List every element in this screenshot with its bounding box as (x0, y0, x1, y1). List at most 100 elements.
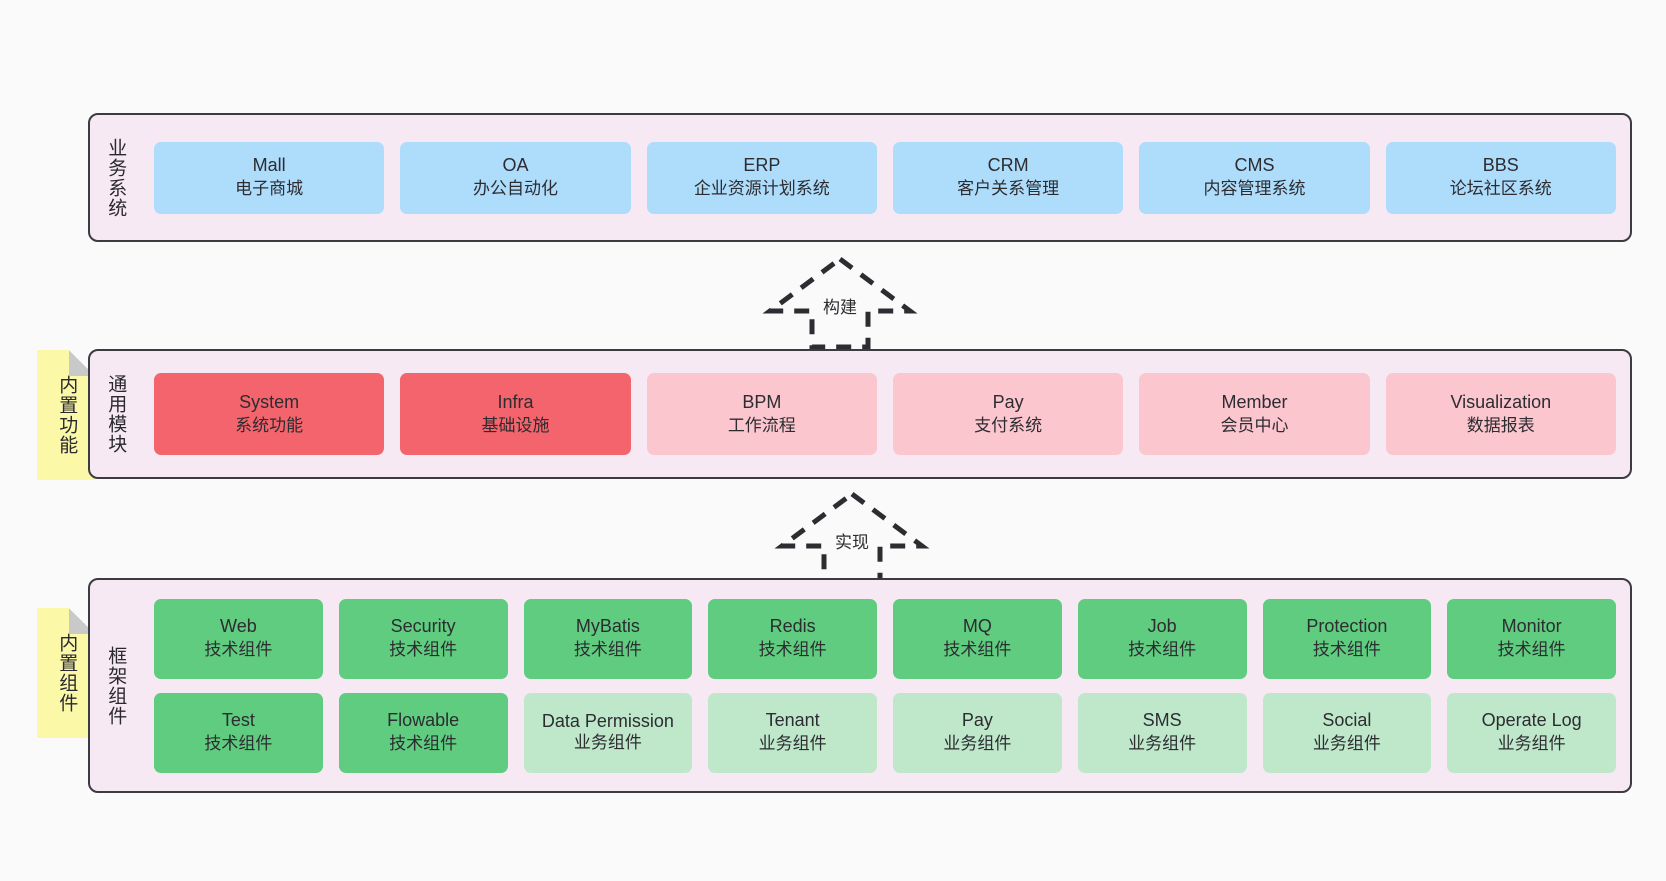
layer-common-modules: 通用模块 System 系统功能 Infra 基础设施 BPM 工作流程 Pay (88, 349, 1632, 479)
card-oa[interactable]: OA 办公自动化 (400, 141, 631, 214)
card-flowable[interactable]: Flowable 技术组件 (338, 692, 508, 773)
card-title: Operate Log (1481, 710, 1582, 731)
card-title: Pay (961, 710, 993, 731)
card-title: CMS (1234, 155, 1275, 176)
card-title: Security (390, 616, 456, 637)
card-desc: 技术组件 (758, 640, 827, 660)
card-title: MyBatis (575, 616, 640, 637)
card-tenant[interactable]: Tenant 业务组件 (708, 692, 877, 773)
card-desc: 系统功能 (235, 415, 304, 435)
sticky-note-label: 内置功能 (56, 375, 78, 455)
card-title: Job (1147, 616, 1177, 637)
card-monitor[interactable]: Monitor 技术组件 (1447, 598, 1616, 679)
arrow-implement: 实现 (772, 490, 932, 585)
card-cms[interactable]: CMS 内容管理系统 (1139, 141, 1370, 214)
card-title: BBS (1482, 155, 1519, 176)
card-desc: 技术组件 (1312, 640, 1381, 660)
card-desc: 业务组件 (1497, 734, 1566, 754)
card-desc: 支付系统 (974, 415, 1043, 435)
card-desc: 技术组件 (1497, 640, 1566, 660)
card-title: Flowable (387, 710, 460, 731)
card-social[interactable]: Social 业务组件 (1262, 692, 1432, 773)
card-visualization[interactable]: Visualization 数据报表 (1385, 373, 1616, 455)
card-title: Web (220, 616, 257, 637)
layer-body-framework: Web 技术组件 Security 技术组件 MyBatis 技术组件 Redi… (140, 580, 1630, 791)
card-mq[interactable]: MQ 技术组件 (893, 598, 1062, 679)
card-row-framework-business: Test 技术组件 Flowable 技术组件 Data Permission … (154, 692, 1616, 773)
card-desc: 内容管理系统 (1203, 179, 1306, 199)
card-erp[interactable]: ERP 企业资源计划系统 (646, 141, 877, 214)
card-desc: 技术组件 (573, 640, 642, 660)
card-desc: 技术组件 (389, 734, 458, 754)
card-row-modules: System 系统功能 Infra 基础设施 BPM 工作流程 Pay 支付系统… (154, 373, 1616, 455)
card-member[interactable]: Member 会员中心 (1139, 373, 1370, 455)
card-data-permission[interactable]: Data Permission 业务组件 (523, 692, 693, 773)
card-redis[interactable]: Redis 技术组件 (708, 598, 877, 679)
card-title: Redis (769, 616, 816, 637)
card-title: Pay (992, 391, 1024, 412)
card-web[interactable]: Web 技术组件 (154, 598, 323, 679)
card-job[interactable]: Job 技术组件 (1077, 598, 1247, 679)
card-title: Member (1221, 391, 1288, 412)
sticky-note-label: 内置组件 (56, 633, 78, 713)
card-desc: 业务组件 (1128, 734, 1197, 754)
card-desc: 电子商城 (235, 179, 304, 199)
card-mall[interactable]: Mall 电子商城 (154, 141, 385, 214)
layer-business-systems: 业务系统 Mall 电子商城 OA 办公自动化 ERP 企业资源计划系统 CRM (88, 113, 1632, 242)
layer-body-modules: System 系统功能 Infra 基础设施 BPM 工作流程 Pay 支付系统… (140, 351, 1630, 477)
card-desc: 会员中心 (1220, 415, 1289, 435)
card-title: SMS (1142, 710, 1182, 731)
card-security[interactable]: Security 技术组件 (338, 598, 508, 679)
layer-framework-components: 框架组件 Web 技术组件 Security 技术组件 MyBatis 技术组件… (88, 578, 1632, 793)
layer-title-business: 业务系统 (105, 137, 127, 218)
card-bbs[interactable]: BBS 论坛社区系统 (1385, 141, 1616, 214)
card-desc: 业务组件 (758, 734, 827, 754)
card-title: BPM (742, 391, 782, 412)
card-desc: 技术组件 (943, 640, 1012, 660)
sticky-note-builtin-features: 内置功能 (37, 350, 95, 480)
sticky-note-builtin-components: 内置组件 (37, 608, 95, 738)
card-operate-log[interactable]: Operate Log 业务组件 (1447, 692, 1616, 773)
card-test[interactable]: Test 技术组件 (154, 692, 323, 773)
card-desc: 客户关系管理 (957, 179, 1060, 199)
card-title: Monitor (1501, 616, 1562, 637)
card-system[interactable]: System 系统功能 (154, 373, 385, 455)
card-title: Social (1322, 710, 1372, 731)
card-title: Mall (252, 155, 286, 176)
card-desc: 技术组件 (204, 734, 273, 754)
card-desc: 技术组件 (389, 640, 458, 660)
card-desc: 办公自动化 (472, 179, 558, 199)
card-title: Tenant (765, 710, 820, 731)
card-title: CRM (987, 155, 1029, 176)
card-title: Data Permission (541, 711, 674, 732)
card-desc: 技术组件 (204, 640, 273, 660)
card-mybatis[interactable]: MyBatis 技术组件 (523, 598, 693, 679)
card-row-framework-tech: Web 技术组件 Security 技术组件 MyBatis 技术组件 Redi… (154, 598, 1616, 679)
card-title: System (239, 391, 300, 412)
card-desc: 论坛社区系统 (1449, 179, 1552, 199)
card-sms[interactable]: SMS 业务组件 (1077, 692, 1247, 773)
card-desc: 技术组件 (1128, 640, 1197, 660)
card-pay-component[interactable]: Pay 业务组件 (893, 692, 1062, 773)
card-title: ERP (743, 155, 781, 176)
card-desc: 企业资源计划系统 (693, 179, 830, 199)
card-title: Test (221, 710, 255, 731)
card-pay-module[interactable]: Pay 支付系统 (892, 373, 1124, 455)
card-desc: 业务组件 (573, 733, 642, 753)
card-title: MQ (962, 616, 992, 637)
card-infra[interactable]: Infra 基础设施 (400, 373, 631, 455)
arrow-build: 构建 (760, 255, 920, 350)
card-bpm[interactable]: BPM 工作流程 (646, 373, 877, 455)
arrow-build-icon (762, 255, 918, 350)
card-desc: 工作流程 (727, 415, 796, 435)
card-desc: 基础设施 (481, 415, 550, 435)
card-crm[interactable]: CRM 客户关系管理 (892, 141, 1124, 214)
layer-body-business: Mall 电子商城 OA 办公自动化 ERP 企业资源计划系统 CRM 客户关系… (140, 115, 1630, 240)
card-protection[interactable]: Protection 技术组件 (1262, 598, 1432, 679)
arrow-implement-icon (774, 490, 930, 585)
card-title: Protection (1306, 616, 1388, 637)
layer-title-framework: 框架组件 (105, 645, 127, 726)
card-title: OA (502, 155, 529, 176)
card-desc: 业务组件 (943, 734, 1012, 754)
